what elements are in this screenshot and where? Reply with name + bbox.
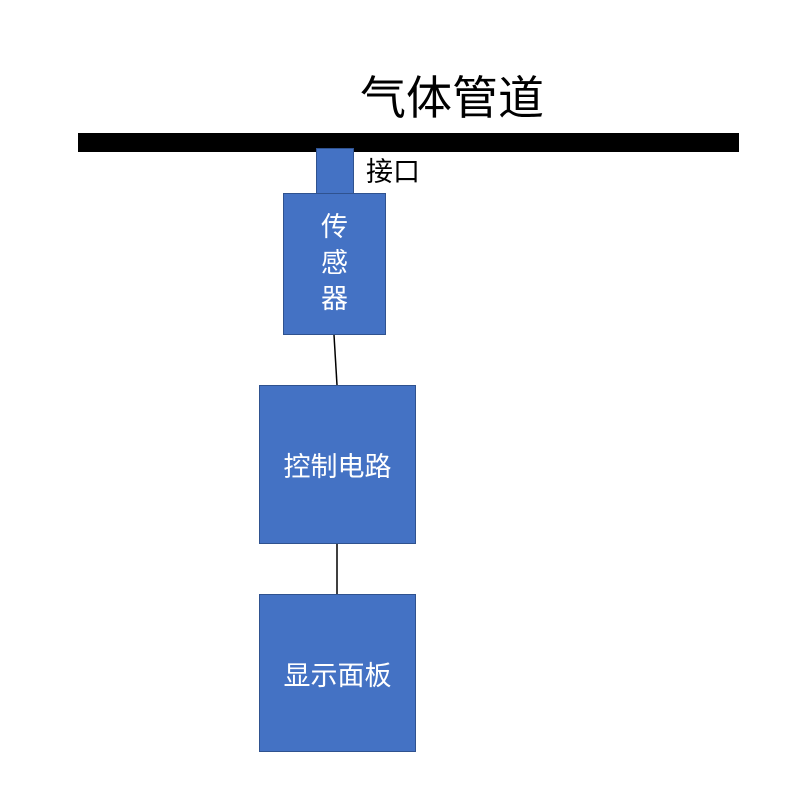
display-panel-label: 显示面板 bbox=[283, 660, 392, 692]
pipe-title: 气体管道 bbox=[360, 71, 544, 125]
port-block bbox=[316, 148, 354, 194]
control-circuit-block: 控制电路 bbox=[259, 385, 416, 544]
display-panel-block: 显示面板 bbox=[259, 594, 416, 752]
sensor-label: 传感器 bbox=[321, 212, 348, 315]
sensor-block: 传感器 bbox=[283, 193, 386, 335]
control-circuit-label: 控制电路 bbox=[283, 452, 392, 483]
port-label: 接口 bbox=[366, 157, 420, 188]
gas-pipe bbox=[78, 133, 739, 152]
sensor-control-connector bbox=[333, 334, 338, 386]
